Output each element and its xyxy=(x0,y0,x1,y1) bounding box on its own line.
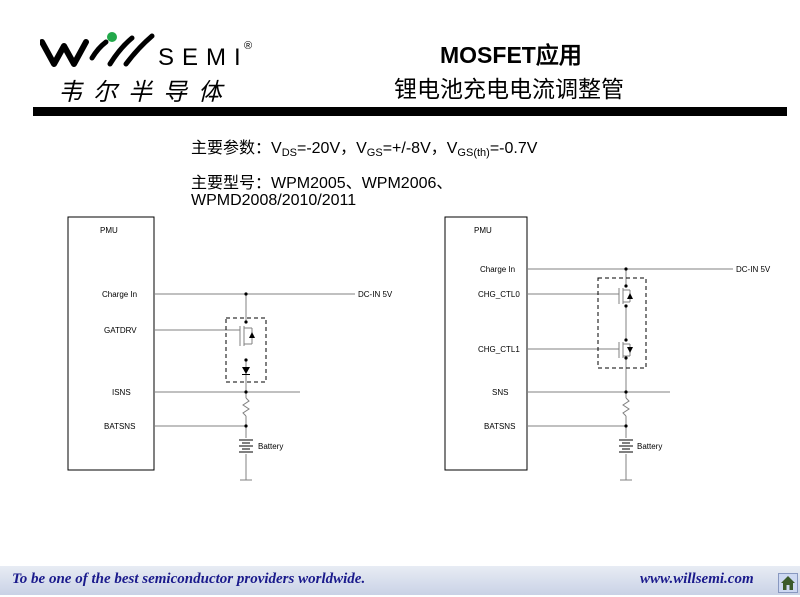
battery-label: Battery xyxy=(258,442,283,451)
circuit-diagram-right: PMU Charge In CHG_CTL0 CHG_CTL1 SNS BATS… xyxy=(444,216,771,481)
header-divider xyxy=(33,107,787,116)
dc-in-label: DC-IN 5V xyxy=(736,265,771,274)
chg-ctl1-label: CHG_CTL1 xyxy=(478,345,520,354)
home-icon xyxy=(781,576,795,590)
batsns-label: BATSNS xyxy=(104,422,135,431)
logo-brand: SEMI xyxy=(158,44,249,71)
chg-ctl0-label: CHG_CTL0 xyxy=(478,290,520,299)
pmu-label: PMU xyxy=(100,226,118,235)
page-subtitle: 锂电池充电电流调整管 xyxy=(394,76,624,102)
isns-label: ISNS xyxy=(112,388,131,397)
main-models-line1: 主要型号：WPM2005、WPM2006、 xyxy=(191,175,453,192)
main-models-line2: WPMD2008/2010/2011 xyxy=(191,192,357,209)
pmu-label: PMU xyxy=(474,226,492,235)
home-button[interactable] xyxy=(778,573,798,593)
charge-in-label: Charge In xyxy=(480,265,515,274)
logo-mark-icon xyxy=(40,32,155,67)
batsns-label: BATSNS xyxy=(484,422,515,431)
charge-in-label: Charge In xyxy=(102,290,137,299)
page-title: MOSFET应用 xyxy=(440,42,582,68)
circuit-diagram-left: PMU Charge In GATDRV ISNS BATSNS DC-IN 5… xyxy=(67,216,393,481)
battery-label: Battery xyxy=(637,442,662,451)
logo-chinese-name: 韦尔半导体 xyxy=(58,78,233,106)
sns-label: SNS xyxy=(492,388,508,397)
footer-slogan: To be one of the best semiconductor prov… xyxy=(12,571,366,587)
gatdrv-label: GATDRV xyxy=(104,326,137,335)
main-parameters: 主要参数：VDS=-20V，VGS=+/-8V，VGS(th)=-0.7V xyxy=(191,140,538,159)
dc-in-label: DC-IN 5V xyxy=(358,290,393,299)
website-link[interactable]: www.willsemi.com xyxy=(640,571,754,587)
footer-bar xyxy=(0,566,800,595)
registered-mark: ® xyxy=(244,40,253,52)
